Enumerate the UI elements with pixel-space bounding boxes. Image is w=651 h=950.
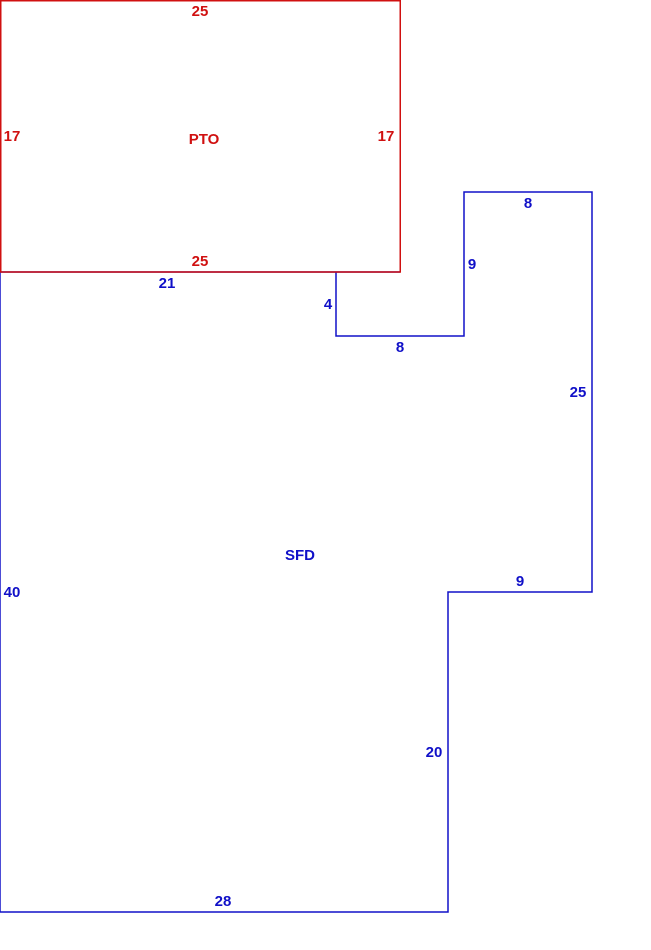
sfd-dim-notch-up: 9 (468, 256, 476, 273)
sfd-dim-top-right: 8 (524, 195, 532, 212)
sfd-dim-right-upper: 25 (570, 384, 587, 401)
sfd-dim-right-lower: 20 (426, 744, 443, 761)
sfd-dim-notch-bottom: 8 (396, 339, 404, 356)
sfd-dim-bottom: 28 (215, 893, 232, 910)
sfd-area: 21 4 8 9 8 25 9 20 28 40 SFD (0, 191, 593, 913)
sfd-dim-notch-down: 4 (324, 296, 333, 313)
pto-area: 25 17 17 25 PTO (0, 0, 401, 273)
pto-outline (0, 0, 401, 273)
pto-dim-right: 17 (378, 128, 395, 145)
pto-dim-bottom: 25 (192, 253, 209, 270)
sfd-outline (0, 191, 593, 913)
sfd-label: SFD (285, 547, 315, 564)
sfd-dim-left: 40 (4, 584, 21, 601)
pto-dim-top: 25 (192, 3, 209, 20)
sfd-dim-step-in: 9 (516, 573, 524, 590)
pto-label: PTO (189, 131, 220, 148)
sfd-dim-top-left: 21 (159, 275, 176, 292)
pto-dim-left: 17 (4, 128, 21, 145)
